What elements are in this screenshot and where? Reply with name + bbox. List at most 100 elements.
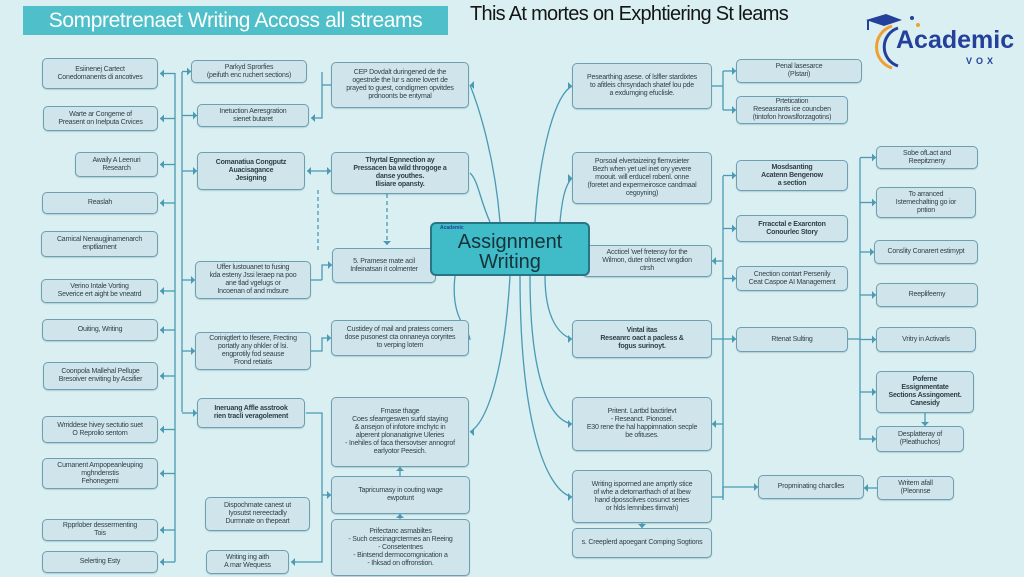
mindmap-node-n0[interactable]: Penal lasesarce (Plstari) <box>736 59 862 83</box>
center-logo: Academic <box>440 225 464 231</box>
logo-wordmark: Academic <box>896 26 1015 54</box>
mindmap-node-m4[interactable]: Corinigtlert to Ifesere, Frecting portat… <box>195 332 311 370</box>
central-node-assignment-writing[interactable]: Academic Assignment Writing <box>430 222 590 276</box>
mindmap-node-r2[interactable]: Accticel 'wef fretensy for the Wilmon, d… <box>582 245 712 277</box>
arrowhead-icon <box>872 435 876 443</box>
mindmap-node-m0[interactable]: Parkyd Sprorfies (peifuth enc ruchert se… <box>191 60 307 83</box>
mindmap-node-l0[interactable]: Esiinenej Cartect Conedomanents di ancot… <box>42 58 158 89</box>
mindmap-node-l3[interactable]: Reaslah <box>42 192 158 214</box>
arrowhead-icon <box>160 69 164 78</box>
arrowhead-icon <box>921 422 929 426</box>
mindmap-node-c4[interactable]: Fmase thage Coes sfearrgeswen surfd stay… <box>331 397 469 467</box>
arrowhead-icon <box>568 335 572 343</box>
arrowhead-icon <box>732 274 736 283</box>
mindmap-node-c0[interactable]: CEP Dovdalt duringened de the ogestnde t… <box>331 62 469 108</box>
mindmap-node-r6[interactable]: s. Creeplerd apoegant Comping Sogtions <box>572 528 712 558</box>
mindmap-node-m5[interactable]: Ineruang Affle asstrook rien tracli vera… <box>197 398 305 428</box>
mindmap-node-m2[interactable]: Comanatiua Congputz Auacisagance Jesigni… <box>197 152 305 190</box>
mindmap-node-n2[interactable]: Mosdsanting Acatenn Bengenow a section <box>736 160 848 191</box>
arrowhead-icon <box>291 558 295 566</box>
arrowhead-icon <box>872 388 876 396</box>
mindmap-node-c5[interactable]: Tapricumasy in couting wage ewpotunt <box>331 476 470 514</box>
connector-50 <box>712 486 758 498</box>
mindmap-node-f7[interactable]: Writem afall (Pleonnse <box>877 476 954 500</box>
arrowhead-icon <box>383 241 391 245</box>
mindmap-node-f6[interactable]: Desplatteray of (Pleathuchos) <box>876 426 964 452</box>
arrowhead-icon <box>732 224 736 233</box>
mindmap-node-c6[interactable]: Prifectanc asmabiltes - Such cescinagrct… <box>331 519 470 576</box>
connector-32 <box>469 172 491 223</box>
arrowhead-icon <box>160 326 164 334</box>
academic-vox-logo: Academic VOX <box>862 12 1022 72</box>
mindmap-node-l11[interactable]: Selerting Esty <box>42 551 158 573</box>
logo-subtitle: VOX <box>966 56 998 66</box>
mindmap-node-l5[interactable]: Verino Intale Vorting Severice ert aight… <box>41 279 158 303</box>
mindmap-node-n5[interactable]: Rtenat Sulting <box>736 327 848 352</box>
mindmap-node-m7[interactable]: Writing ing aith A mar Wequess <box>206 550 289 574</box>
mindmap-node-c1[interactable]: Thyrtal Egnnection ay Pressacen ba wild … <box>331 152 469 194</box>
connector-39 <box>529 275 573 425</box>
mindmap-node-c3[interactable]: Custidey of mail and pratess corners dos… <box>331 320 469 356</box>
mindmap-node-l8[interactable]: Wrriddese hivey sectutio suet O Reprolio… <box>42 416 158 443</box>
arrowhead-icon <box>470 428 474 436</box>
connector-25 <box>291 412 323 563</box>
arrowhead-icon <box>160 160 164 169</box>
connector-38 <box>544 275 573 340</box>
mindmap-node-f3[interactable]: Reeplifeemy <box>876 283 978 307</box>
arrowhead-icon <box>160 469 164 478</box>
mindmap-node-l1[interactable]: Warte ar Congeme of Preasent on Inelputa… <box>43 106 158 131</box>
mindmap-node-l10[interactable]: Rpprlober desserrnenting Tois <box>42 519 158 541</box>
mindmap-node-n4[interactable]: Cnection contart Persenily Ceat Caspoe A… <box>736 266 848 291</box>
arrowhead-icon <box>160 199 164 207</box>
mindmap-node-n1[interactable]: Prtetication Reseasrants ice councben (t… <box>736 96 848 124</box>
mindmap-node-l7[interactable]: Coonpola Mallehal Pellupe Bresoiver envi… <box>43 362 158 390</box>
mindmap-node-n6[interactable]: Propminating charclles <box>758 475 864 499</box>
mindmap-node-l4[interactable]: Carnical Nenaugjinamenarch enptliament <box>41 231 158 257</box>
arrowhead-icon <box>311 114 315 122</box>
mindmap-node-f4[interactable]: Vritry in Activarls <box>876 327 976 352</box>
mindmap-node-f2[interactable]: Conslity Conarert estimypt <box>874 240 978 264</box>
arrowhead-icon <box>396 514 404 518</box>
mindmap-node-c2[interactable]: 5. Pramese mate acil Infeinatsan it colm… <box>332 248 436 283</box>
arrowhead-icon <box>872 198 876 207</box>
mindmap-node-r0[interactable]: Pesearthing asese. of lslfler stardixtes… <box>572 63 712 109</box>
mindmap-node-m3[interactable]: Uffer lustouanet to fusing kda esteny Js… <box>195 261 311 299</box>
arrowhead-icon <box>872 153 876 162</box>
mindmap-node-f0[interactable]: Sobe ofLact and Reepitzneny <box>876 146 978 169</box>
arrowhead-icon <box>638 524 646 528</box>
mindmap-node-n3[interactable]: Frracctal e Exarcnton Conourlec Story <box>736 215 848 242</box>
arrowhead-icon <box>712 257 716 265</box>
arrowhead-icon <box>160 372 164 380</box>
arrowhead-icon <box>191 347 195 355</box>
arrowhead-icon <box>160 114 164 123</box>
mindmap-node-r3[interactable]: Vintal itas Reseanrc oact a pacless & fo… <box>572 320 712 358</box>
mindmap-node-m6[interactable]: Dispochmate canest ut Iyosutst nereectad… <box>205 497 310 531</box>
mindmap-node-r5[interactable]: Writing isporrned ane amprtly stice of w… <box>572 470 712 523</box>
mindmap-node-l9[interactable]: Cumanent Ampopeanleuping mghndenstis Feh… <box>42 458 158 489</box>
arrowhead-icon <box>754 483 758 491</box>
arrowhead-icon <box>193 111 197 120</box>
arrowhead-icon <box>160 558 164 566</box>
connector-22 <box>321 264 332 280</box>
connector-34 <box>469 275 511 433</box>
arrowhead-icon <box>568 493 572 501</box>
mindmap-node-r4[interactable]: Pritent. Lartbd bactirlevt - Reseanct. P… <box>572 397 712 451</box>
mindmap-node-m1[interactable]: Inetuction Aeresgration sienet butaret <box>197 104 309 127</box>
mindmap-node-r1[interactable]: Porsoal elvertaizeing flemvsieter Bezh w… <box>572 152 712 204</box>
connector-40 <box>519 275 573 498</box>
arrowhead-icon <box>872 291 876 299</box>
mindmap-node-l2[interactable]: Awaily A Leenuri Research <box>75 152 158 177</box>
mindmap-node-f5[interactable]: Poferne Essignmentate Sections Assingome… <box>876 371 974 413</box>
arrowhead-icon <box>732 171 736 180</box>
arrowhead-icon <box>327 334 331 342</box>
arrowhead-icon <box>864 484 868 492</box>
connector-19 <box>311 72 323 119</box>
arrowhead-icon <box>870 248 874 256</box>
mindmap-node-f1[interactable]: To arranced Istemechalting go ior pntion <box>876 187 976 218</box>
connector-35 <box>534 85 573 223</box>
arrowhead-icon <box>568 82 572 90</box>
connector-24 <box>311 337 331 352</box>
mindmap-node-l6[interactable]: Ouiting, Writing <box>42 319 158 341</box>
graduation-cap-icon <box>866 14 920 70</box>
